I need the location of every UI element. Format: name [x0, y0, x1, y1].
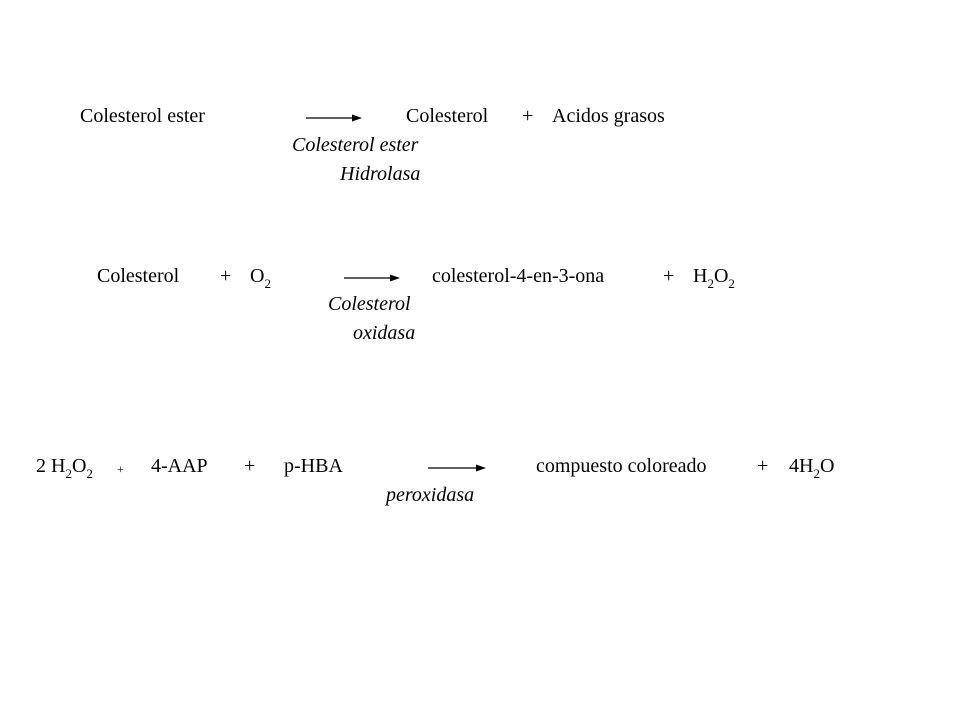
- enzyme-label: peroxidasa: [386, 484, 475, 506]
- reactant-cholesterol-ester: Colesterol ester: [80, 105, 205, 127]
- plus-sign: +: [220, 265, 232, 287]
- reactant-4-aap: 4-AAP: [151, 455, 208, 477]
- plus-sign-small: +: [117, 462, 124, 476]
- plus-sign: +: [244, 455, 256, 477]
- product-hydrogen-peroxide: H2O2: [693, 265, 735, 291]
- product-colored-compound: compuesto coloreado: [536, 455, 707, 477]
- reactant-p-hba: p-HBA: [284, 455, 343, 477]
- plus-sign: +: [663, 265, 675, 287]
- reaction-arrow-icon: [428, 463, 486, 473]
- plus-sign: +: [522, 105, 534, 127]
- reaction-3: 2 H2O2 + 4-AAP + p-HBA compuesto colorea…: [0, 0, 960, 505]
- product-fatty-acids: Acidos grasos: [552, 105, 665, 127]
- reactant-hydrogen-peroxide: 2 H2O2: [36, 455, 93, 481]
- reaction-arrow-icon: [306, 113, 362, 123]
- enzyme-label-line-1: Colesterol ester: [292, 134, 419, 156]
- reaction-arrow-icon: [344, 273, 400, 283]
- enzyme-label-line-1: Colesterol: [328, 293, 411, 315]
- product-cholesterol: Colesterol: [406, 105, 489, 127]
- plus-sign: +: [757, 455, 769, 477]
- enzyme-label-line-2: oxidasa: [353, 322, 416, 344]
- product-cholestenone: colesterol-4-en-3-ona: [432, 265, 605, 287]
- product-water: 4H2O: [789, 455, 835, 481]
- reactant-cholesterol: Colesterol: [97, 265, 180, 287]
- enzyme-label-line-2: Hidrolasa: [340, 163, 421, 185]
- reactant-oxygen: O2: [250, 265, 271, 291]
